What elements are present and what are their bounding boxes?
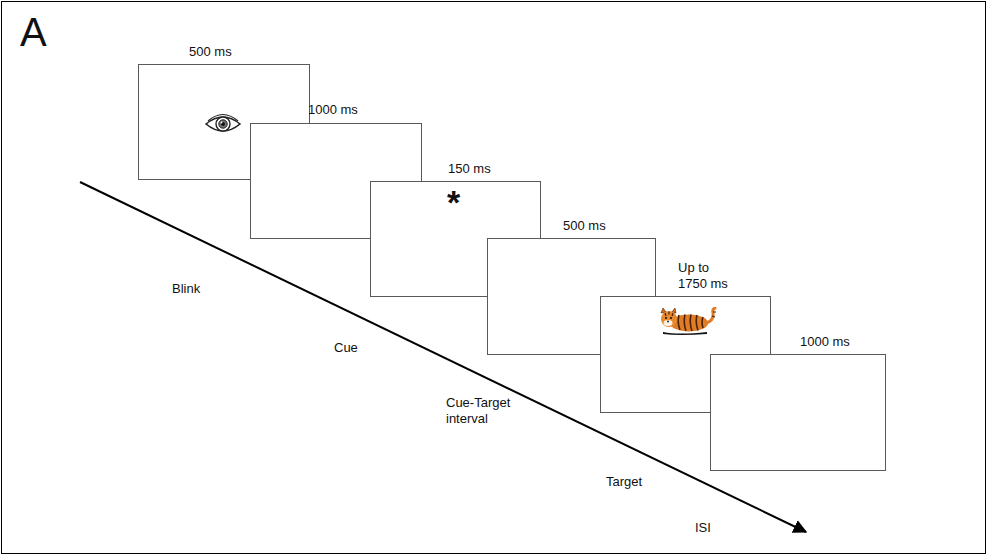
cue-asterisk: *: [447, 185, 460, 219]
phase-label: Cue: [334, 340, 358, 356]
phase-label: ISI: [695, 520, 711, 536]
phase-label: Target: [606, 474, 642, 490]
screen-frame: 1000 ms: [710, 354, 886, 471]
duration-label: 1000 ms: [308, 102, 358, 118]
duration-label: 500 ms: [563, 218, 606, 234]
duration-label: 1000 ms: [800, 334, 850, 350]
duration-label: 500 ms: [189, 44, 232, 60]
panel-letter: A: [20, 12, 47, 52]
duration-label: Up to 1750 ms: [678, 260, 734, 292]
eye-icon: [205, 113, 241, 135]
phase-label: Blink: [172, 281, 200, 297]
duration-label: 150 ms: [448, 161, 491, 177]
tiger-picture: [659, 307, 717, 335]
phase-label: Cue-Target interval: [446, 395, 520, 427]
time-arrow: [80, 182, 806, 532]
